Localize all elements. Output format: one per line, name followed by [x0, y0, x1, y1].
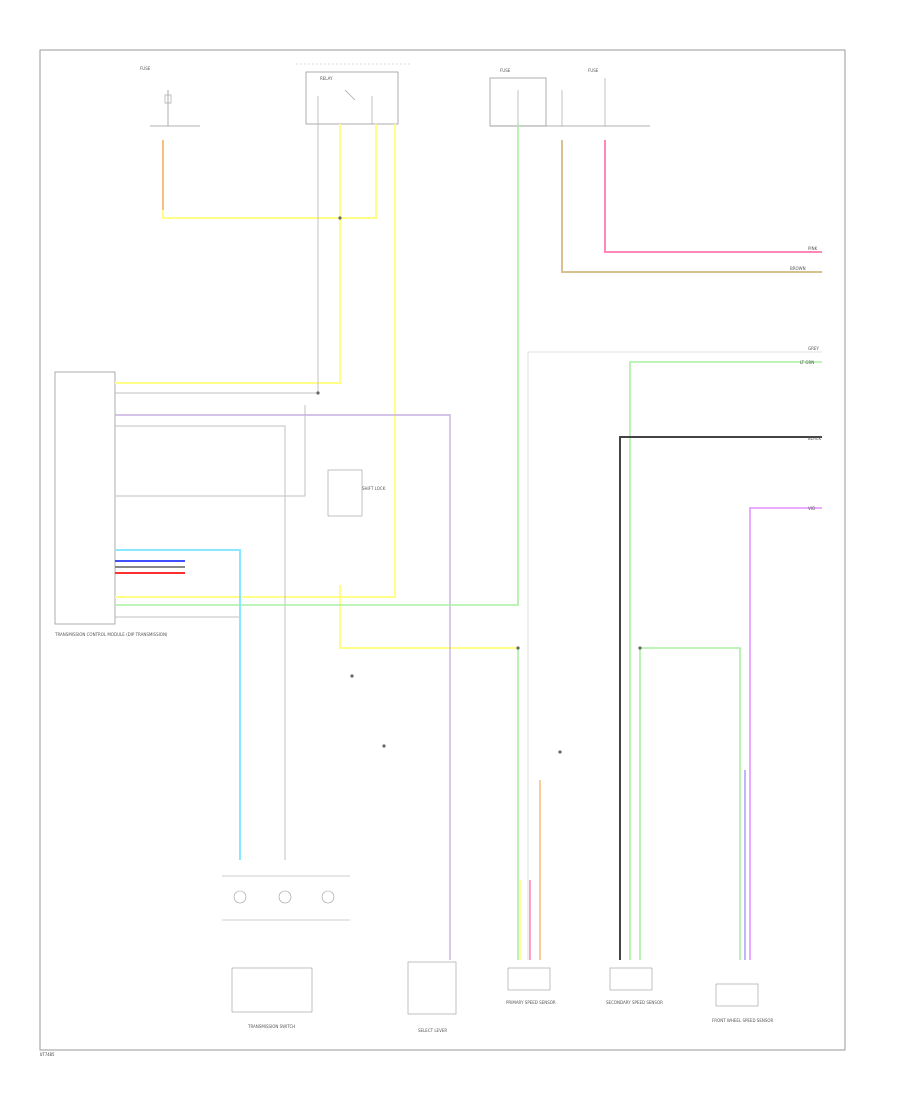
wire-grey — [115, 124, 319, 860]
wire-orange-yellow — [162, 124, 377, 219]
fuse-block-left: FUSE — [140, 66, 200, 127]
front-wheel-speed-sensor: FRONT WHEEL SPEED SENSOR — [712, 983, 774, 1023]
secondary-sensor-label: SECONDARY SPEED SENSOR — [606, 1000, 663, 1005]
relay-label: RELAY — [320, 76, 333, 81]
wire-purple — [115, 414, 451, 960]
primary-sensor-label: PRIMARY SPEED SENSOR — [506, 1000, 556, 1005]
tcm-label: TRANSMISSION CONTROL MODULE (DIP TRANSMI… — [54, 632, 168, 637]
front-wheel-sensor-label: FRONT WHEEL SPEED SENSOR — [712, 1018, 774, 1023]
wire-cyan — [115, 549, 241, 860]
fuse-right-label: FUSE — [588, 68, 599, 73]
wire-black — [619, 436, 822, 960]
relay-block: RELAY — [296, 63, 410, 125]
wire-tan — [561, 140, 822, 273]
wire-blue-red — [115, 560, 185, 574]
shift-lock-relay: SHIFT LOCK — [327, 469, 386, 517]
edge-label-black: BLACK — [808, 436, 822, 441]
select-lever: SELECT LEVER — [407, 961, 457, 1033]
tcm-module: TRANSMISSION CONTROL MODULE (DIP TRANSMI… — [54, 371, 168, 637]
select-lever-label: SELECT LEVER — [418, 1028, 447, 1033]
wire-pink — [604, 140, 822, 253]
wire-white-long — [527, 351, 822, 960]
wire-yellow-long — [115, 124, 518, 649]
trans-switch-label: TRANSMISSION SWITCH — [247, 1024, 295, 1029]
primary-speed-sensor: PRIMARY SPEED SENSOR — [506, 967, 556, 1005]
diagram-code: UT7485 — [40, 1052, 55, 1057]
sensor-wires-colored — [519, 770, 746, 960]
edge-label-grey: GREY — [808, 346, 819, 351]
wire-ltgreen — [115, 124, 822, 960]
wire-violet — [749, 507, 822, 960]
edge-label-brown: BROWN — [790, 266, 806, 271]
fuse-center-label: FUSE — [500, 68, 511, 73]
edge-label-ltgrn: LT GRN — [800, 360, 814, 365]
right-edge-labels: PINK BROWN GREY LT GRN BLACK VIO — [790, 246, 822, 511]
diagram-border — [39, 49, 846, 1051]
fuse-block-right: FUSE FUSE — [489, 68, 650, 127]
transmission-switch: TRANSMISSION SWITCH — [222, 875, 350, 1029]
junction-dots — [316, 216, 642, 754]
shift-lock-label: SHIFT LOCK — [362, 486, 386, 491]
fuse-left-label: FUSE — [140, 66, 151, 71]
edge-label-vio: VIO — [808, 506, 815, 511]
secondary-speed-sensor: SECONDARY SPEED SENSOR — [606, 967, 663, 1005]
edge-label-pink: PINK — [808, 246, 818, 251]
